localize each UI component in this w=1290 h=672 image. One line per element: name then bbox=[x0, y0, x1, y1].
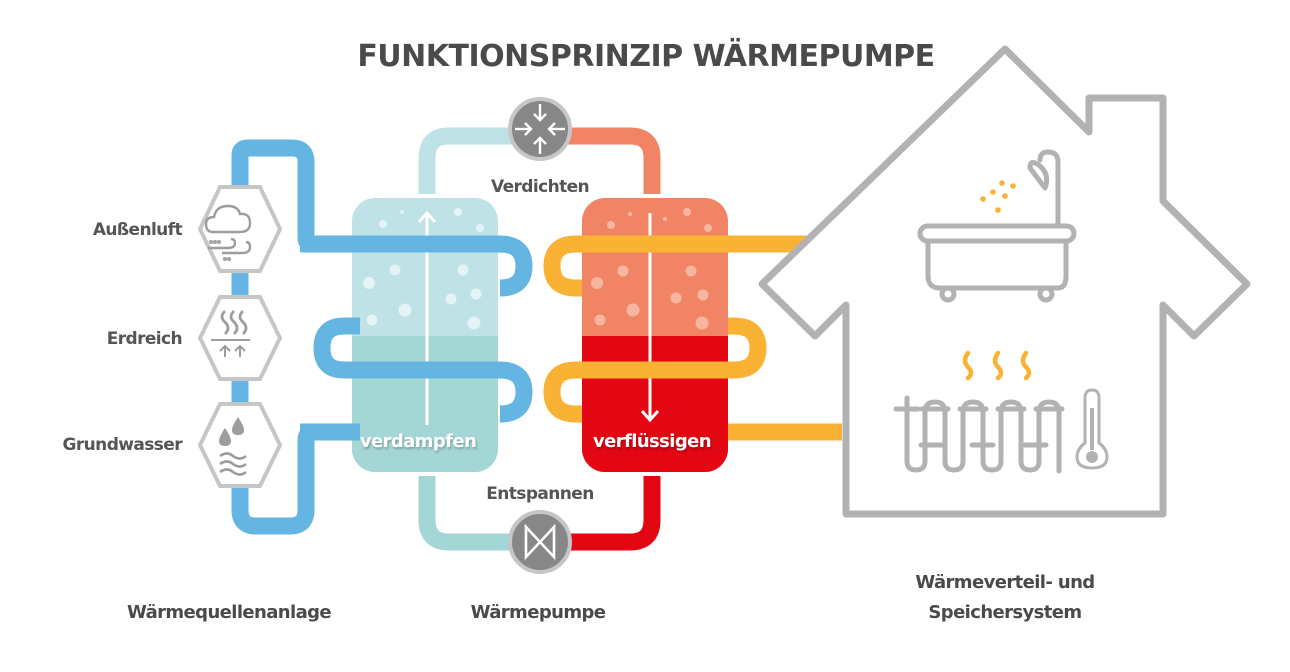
vapor-bubbles bbox=[591, 208, 712, 330]
compress-arrows-icon bbox=[515, 104, 565, 154]
house bbox=[758, 45, 1251, 518]
ground-heat-icon bbox=[211, 310, 250, 357]
condenser-label: verflüssigen bbox=[593, 431, 711, 452]
heat-source-air: Außenluft bbox=[93, 185, 283, 273]
heat-source-label: Erdreich bbox=[107, 329, 182, 349]
caption-distribution-line1: Wärmeverteil- und bbox=[915, 572, 1094, 593]
compressor-valve bbox=[508, 97, 572, 161]
vapor-bubbles bbox=[363, 208, 484, 330]
thermometer-icon bbox=[1075, 388, 1109, 470]
heat-source-label: Außenluft bbox=[93, 220, 183, 240]
heat-source-ground: Erdreich bbox=[107, 295, 283, 381]
evaporator-label: verdampfen bbox=[360, 431, 476, 452]
heat-source-label: Grundwasser bbox=[63, 435, 184, 455]
bathtub-shower-icon bbox=[917, 149, 1077, 303]
expansion-valve bbox=[508, 510, 572, 574]
condenser-coil bbox=[543, 235, 842, 441]
floor-heating-icon bbox=[893, 395, 1065, 474]
cloud-wind-icon bbox=[204, 204, 252, 262]
expansion-label: Entspannen bbox=[486, 484, 593, 504]
caption-distribution-line2: Speichersystem bbox=[928, 602, 1081, 623]
evaporator-coil bbox=[300, 235, 533, 441]
caption-heat-pump: Wärmepumpe bbox=[471, 602, 606, 623]
caption-heat-source-system: Wärmequellenanlage bbox=[127, 602, 331, 623]
water-drops-icon bbox=[219, 417, 244, 446]
compressor-label: Verdichten bbox=[491, 177, 589, 197]
expansion-valve-icon bbox=[524, 523, 556, 561]
evaporator-tank: verdampfen bbox=[348, 194, 502, 476]
refrigerant-circuit bbox=[418, 127, 661, 551]
shower-droplets-icon bbox=[980, 180, 1016, 213]
heat-waves-icon bbox=[962, 350, 1032, 381]
heat-source-groundwater: Grundwasser bbox=[63, 402, 283, 488]
water-waves-icon bbox=[219, 452, 247, 476]
page-title: FUNKTIONSPRINZIP WÄRMEPUMPE bbox=[357, 38, 934, 74]
